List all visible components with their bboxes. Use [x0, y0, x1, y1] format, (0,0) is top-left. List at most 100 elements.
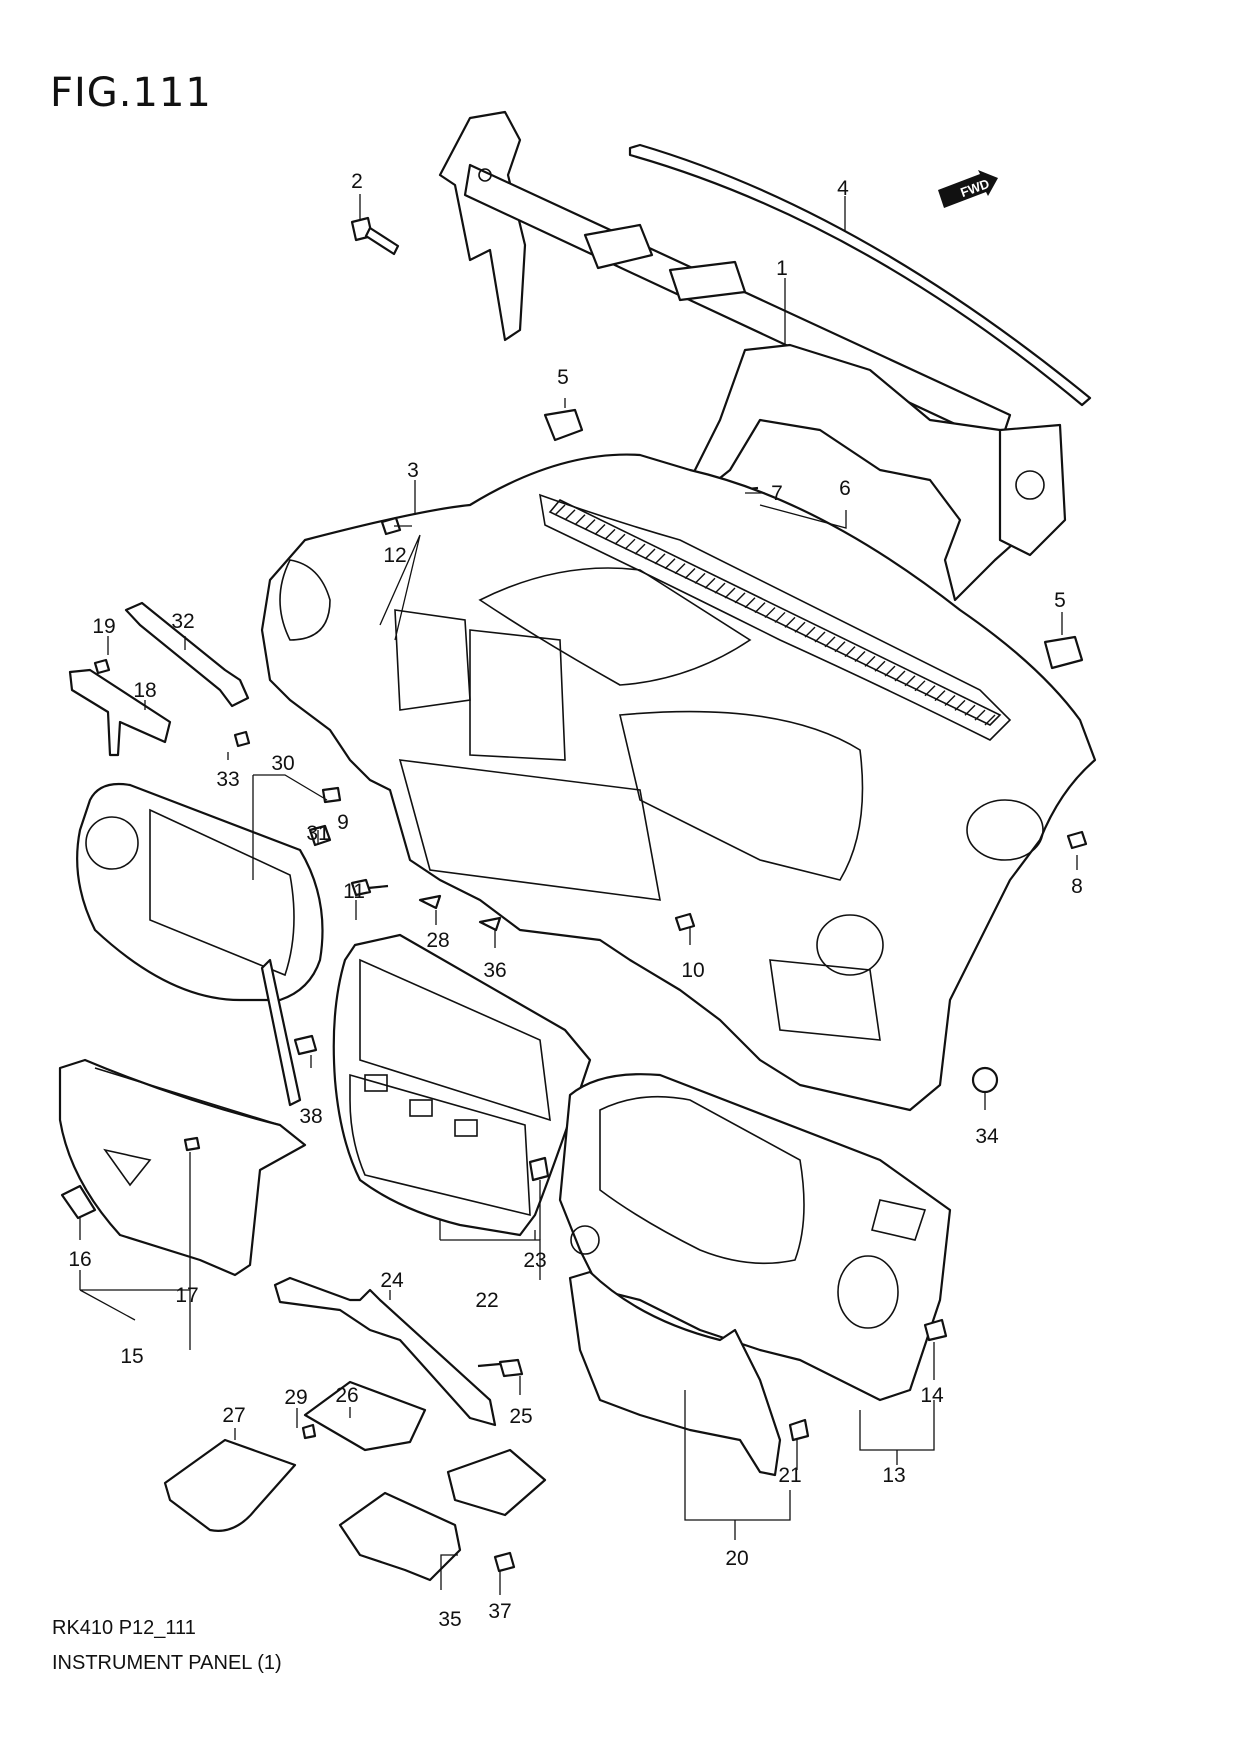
part-5-clip-right	[1043, 635, 1084, 670]
callout-22: 22	[475, 1289, 498, 1312]
part-36-clip	[478, 916, 502, 932]
part-11-screw	[350, 878, 389, 897]
part-2-bolt	[350, 216, 400, 256]
figure-title: FIG.111	[50, 70, 212, 116]
grille-hatch-line	[904, 675, 916, 687]
part-19-screw	[93, 658, 111, 675]
callout-19: 19	[92, 615, 115, 638]
part-24-bracket	[273, 1276, 497, 1427]
part-8-screw	[1066, 830, 1088, 850]
callout-labels: 2 4 1 5 3 7 6 12 5 19 32 18 33 30 9 31 1…	[68, 170, 1083, 1631]
callout-11: 11	[343, 880, 365, 903]
grille-hatch-line	[754, 602, 766, 614]
callout-28: 28	[426, 929, 449, 952]
grille-hatch-line	[954, 699, 966, 711]
part-12-screw	[380, 516, 402, 536]
part-35-drawer	[338, 1448, 547, 1582]
grille-hatch-line	[774, 611, 786, 623]
grille-hatch-line	[794, 621, 806, 633]
part-20-lower-panel	[568, 1270, 782, 1477]
grille-hatch-line	[764, 607, 776, 619]
callout-16: 16	[68, 1248, 91, 1271]
grille-hatch-line	[584, 519, 596, 531]
callout-7: 7	[771, 482, 783, 505]
part-37-screw	[493, 1551, 516, 1573]
callout-18: 18	[133, 679, 156, 702]
grille-hatch-line	[734, 592, 746, 604]
callout-35: 35	[438, 1608, 461, 1631]
part-10-screw	[674, 912, 696, 932]
part-38-screw	[293, 1034, 318, 1056]
callout-37: 37	[488, 1600, 511, 1623]
grille-hatch-line	[844, 646, 856, 658]
grille-hatch-line	[634, 543, 646, 555]
part-16-latch	[60, 1184, 97, 1220]
grille-hatch-line	[894, 670, 906, 682]
grille-hatch-line	[554, 504, 566, 516]
part-3-instrument-panel	[260, 453, 1097, 1112]
grille-hatch-line	[654, 553, 666, 565]
grille-hatch-line	[694, 572, 706, 584]
part-17-stopper	[183, 1136, 201, 1152]
grille-hatch-line	[564, 509, 576, 521]
part-26-tray	[303, 1380, 427, 1452]
part-23-clip	[528, 1156, 550, 1182]
grille-hatch-line	[594, 524, 606, 536]
callout-24: 24	[380, 1269, 404, 1292]
callout-26: 26	[335, 1384, 358, 1407]
grille-hatch-line	[644, 548, 656, 560]
part-29-clip	[301, 1423, 317, 1440]
callout-10: 10	[681, 959, 704, 982]
grille-hatch-line	[664, 558, 676, 570]
grille-hatch-line	[864, 655, 876, 667]
part-4-defroster-trim	[628, 143, 1092, 407]
callout-31: 31	[306, 822, 329, 845]
callout-34: 34	[975, 1125, 999, 1148]
grille-hatch-line	[804, 626, 816, 638]
part-14-clip	[923, 1318, 948, 1342]
part-33-screw	[233, 730, 251, 748]
callout-9: 9	[337, 811, 349, 834]
fwd-label: FWD	[958, 176, 991, 200]
callout-5b: 5	[1054, 589, 1066, 612]
callout-14: 14	[920, 1384, 944, 1407]
grille-hatch-line	[814, 631, 826, 643]
callout-21: 21	[778, 1464, 801, 1487]
grille-hatch-line	[934, 690, 946, 702]
callout-17: 17	[175, 1284, 198, 1307]
callout-36: 36	[483, 959, 506, 982]
callout-5a: 5	[557, 366, 569, 389]
grille-hatch-line	[974, 709, 986, 721]
part-5-clip-upper	[543, 408, 584, 442]
grille-hatch-line	[924, 685, 936, 697]
grille-hatch-line	[784, 616, 796, 628]
part-21-clip	[788, 1418, 810, 1442]
part-28-clip	[418, 894, 442, 910]
callout-4: 4	[837, 177, 849, 200]
part-32-bracket	[124, 601, 250, 708]
callout-33: 33	[216, 768, 239, 791]
grille-hatch-line	[744, 597, 756, 609]
grille-hatch-line	[834, 641, 846, 653]
callout-2: 2	[351, 170, 363, 193]
grille-hatch-line	[604, 528, 616, 540]
grille-hatch-line	[704, 577, 716, 589]
grille-hatch-line	[914, 680, 926, 692]
callout-25: 25	[509, 1405, 532, 1428]
grille-hatch-line	[944, 694, 956, 706]
part-22-center-garnish	[332, 933, 592, 1237]
grille-hatch-line	[624, 538, 636, 550]
part-15-glove-box	[58, 1058, 307, 1277]
callout-27: 27	[222, 1404, 245, 1427]
callout-30: 30	[271, 752, 294, 775]
callout-13: 13	[882, 1464, 905, 1487]
grille-hatch-line	[614, 533, 626, 545]
callout-32: 32	[171, 610, 194, 633]
defroster-grille-hatching	[548, 499, 1002, 726]
leader-lines	[79, 194, 1078, 1595]
grille-hatch-line	[724, 587, 736, 599]
callout-12: 12	[383, 544, 406, 567]
part-34-cap	[971, 1066, 999, 1094]
figure-code: RK410 P12_111	[52, 1617, 196, 1639]
